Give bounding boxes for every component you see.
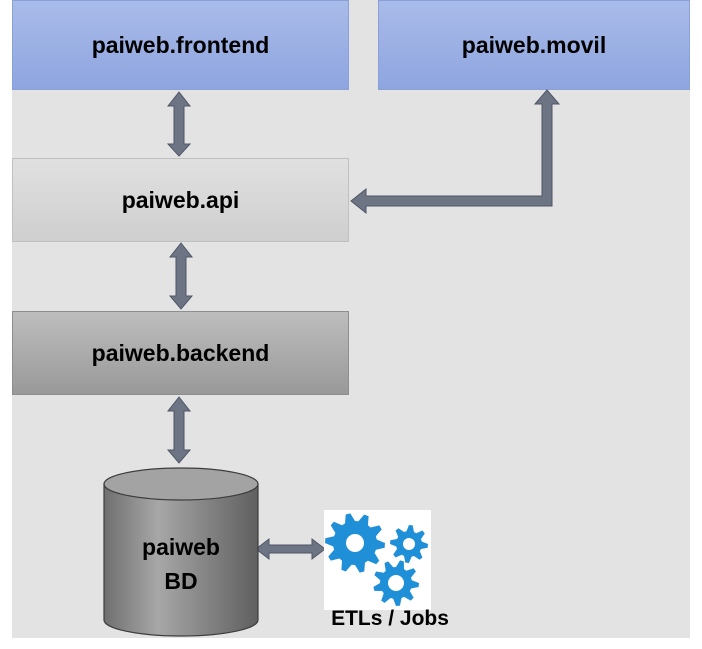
database-label-line2: BD xyxy=(164,568,198,594)
frontend-node: paiweb.frontend xyxy=(12,0,349,90)
api-backend-arrow xyxy=(168,242,194,310)
small-gear-top-hole xyxy=(403,538,415,550)
database-cylinder xyxy=(103,467,259,637)
database-etl-arrow xyxy=(255,537,326,561)
database-label: paiweb BD xyxy=(104,530,258,598)
small-gear-bottom-hole xyxy=(388,575,404,591)
frontend-api-arrow xyxy=(166,91,192,157)
backend-label: paiweb.backend xyxy=(91,339,270,366)
database-label-line1: paiweb xyxy=(142,534,220,560)
movil-label: paiweb.movil xyxy=(461,31,607,58)
large-gear-hole xyxy=(346,534,364,552)
etl-node xyxy=(324,510,431,610)
frontend-label: paiweb.frontend xyxy=(91,31,270,58)
api-label: paiweb.api xyxy=(121,186,240,213)
movil-api-arrow xyxy=(350,89,561,215)
backend-database-arrow xyxy=(166,396,192,464)
movil-node: paiweb.movil xyxy=(378,0,690,90)
backend-node: paiweb.backend xyxy=(12,311,349,395)
api-node: paiweb.api xyxy=(12,158,349,242)
gears-icon xyxy=(325,513,428,606)
etl-label: ETLs / Jobs xyxy=(331,607,449,630)
